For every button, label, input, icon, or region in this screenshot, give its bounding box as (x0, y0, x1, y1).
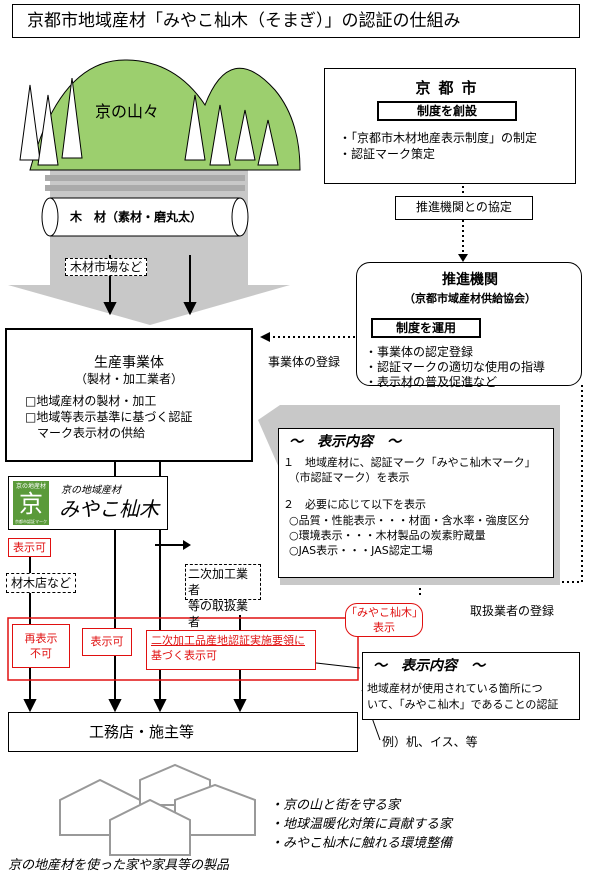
display-ok-badge: 表示可 (8, 538, 51, 557)
city-name: 京都市 (415, 79, 485, 97)
page-title: 京都市地域産材「みやこ杣木（そまぎ）」の認証の仕組み (12, 4, 580, 38)
producer-item: □地域産材の製材・加工 (25, 394, 157, 408)
content2-line: 地域産材が使用されている箇所につ (367, 682, 543, 695)
city-item: ・認証マーク策定 (339, 147, 436, 161)
secondary-line: 二次加工業者 (188, 567, 249, 597)
agency-name: 推進機関 (442, 272, 498, 288)
display-content-box: ～ 表示内容 ～ １ 地域産材に、認証マーク「みやこ杣木マーク」 （市認証マーク… (278, 428, 554, 578)
producer-item: □地域等表示基準に基づく認証 (25, 410, 193, 424)
benefit-item: ・みやこ杣木に触れる環境整備 (270, 836, 453, 851)
logo-main: みやこ杣木 (59, 497, 159, 521)
producer-name: 生産事業体 (94, 355, 164, 371)
mountain-label: 京の山々 (95, 102, 160, 121)
content2-heading: ～ 表示内容 ～ (373, 658, 485, 674)
logo-small-top: 京の地産材 (15, 483, 46, 490)
caption: 京の地産材を使った家や家具等の製品 (8, 858, 230, 873)
content2-line: いて、「みやこ杣木」であることの認証 (367, 698, 559, 711)
content-line: （市認証マーク）を表示 (283, 471, 410, 484)
agency-sub: （京都市域産材供給協会） (404, 292, 536, 305)
callout-line: 表示 (373, 621, 395, 634)
kyoto-city-box: 京都市 制度を創設 ・「京都市木材地産表示制度」の制定 ・認証マーク策定 (324, 68, 576, 184)
timber-label: 木 材（素材・磨丸太） (70, 210, 203, 224)
content-line: ○環境表示・・・木材製品の炭素貯蔵量 (289, 529, 486, 542)
secondary-handler-box: 二次加工業者 等の取扱業者 (185, 564, 261, 629)
producer-box: 生産事業体 （製材・加工業者） □地域産材の製材・加工 □地域等表示基準に基づく… (5, 328, 253, 462)
mountain-shape (29, 59, 301, 171)
logo-small-bottom: 京都市認証マーク (15, 519, 47, 524)
content-heading: ～ 表示内容 ～ (289, 434, 401, 450)
content-line: １ 地域産材に、認証マーク「みやこ杣木マーク」 (283, 456, 536, 469)
lumber-store-label: 材木店など (6, 573, 77, 593)
city-item: ・「京都市木材地産表示制度」の制定 (339, 131, 538, 145)
agency-box: 推進機関 （京都市域産材供給協会） 制度を運用 ・事業体の認定登録 ・認証マーク… (356, 262, 582, 389)
benefit-item: ・京の山と街を守る家 (270, 798, 401, 813)
agency-item: ・認証マークの適切な使用の指導 (365, 360, 546, 374)
agreement-label: 推進機関との協定 (395, 196, 533, 220)
no-redisplay-line: 再表示 (24, 632, 58, 645)
producer-sub: （製材・加工業者） (74, 372, 183, 386)
secondary-ok-box: 二次加工品産地認証実施要領に 基づく表示可 (146, 630, 316, 670)
benefit-item: ・地球温暖化対策に貢献する家 (270, 817, 453, 832)
producer-item: マーク表示材の供給 (25, 426, 146, 440)
content-line: ○品質・性能表示・・・材面・含水率・強度区分 (289, 514, 530, 527)
secondary-line: 等の取扱業者 (188, 599, 249, 629)
handler-registration-label: 取扱業者の登録 (470, 604, 555, 618)
builders-box: 工務店・施主等 (8, 712, 358, 752)
callout-line: 「みやこ杣木」 (346, 606, 423, 619)
display-ok-box: 表示可 (82, 628, 132, 656)
market-label: 木材市場など (65, 258, 148, 276)
logo-kanji: 京 (19, 490, 43, 518)
miyako-somagi-logo: 京の地産材 京 京都市認証マーク 京の地域産材 みやこ杣木 (8, 476, 168, 530)
display-content-box-2: ～ 表示内容 ～ 地域産材が使用されている箇所につ いて、「みやこ杣木」であるこ… (362, 652, 580, 720)
secondary-ok-line: 二次加工品産地認証実施要領に (151, 634, 305, 647)
content-line: ○JAS表示・・・JAS認定工場 (289, 544, 433, 557)
houses-illustration (59, 763, 256, 856)
agency-item: ・事業体の認定登録 (365, 345, 474, 359)
trees (19, 77, 279, 166)
city-badge: 制度を創設 (377, 101, 517, 121)
no-redisplay-line: 不可 (30, 647, 52, 660)
content-line: ２ 必要に応じて以下を表示 (283, 498, 426, 511)
registration-label: 事業体の登録 (268, 355, 341, 369)
logo-emblem: 京の地産材 京 京都市認証マーク (13, 481, 49, 525)
agency-badge: 制度を運用 (371, 318, 481, 338)
example-label: 例）机、イス、等 (382, 735, 478, 749)
miyako-display-callout: 「みやこ杣木」 表示 (345, 603, 423, 637)
agency-item: ・表示材の普及促進など (365, 375, 498, 389)
secondary-ok-line: 基づく表示可 (151, 649, 217, 662)
logo-top: 京の地域産材 (61, 485, 121, 496)
no-redisplay-box: 再表示 不可 (12, 624, 70, 668)
